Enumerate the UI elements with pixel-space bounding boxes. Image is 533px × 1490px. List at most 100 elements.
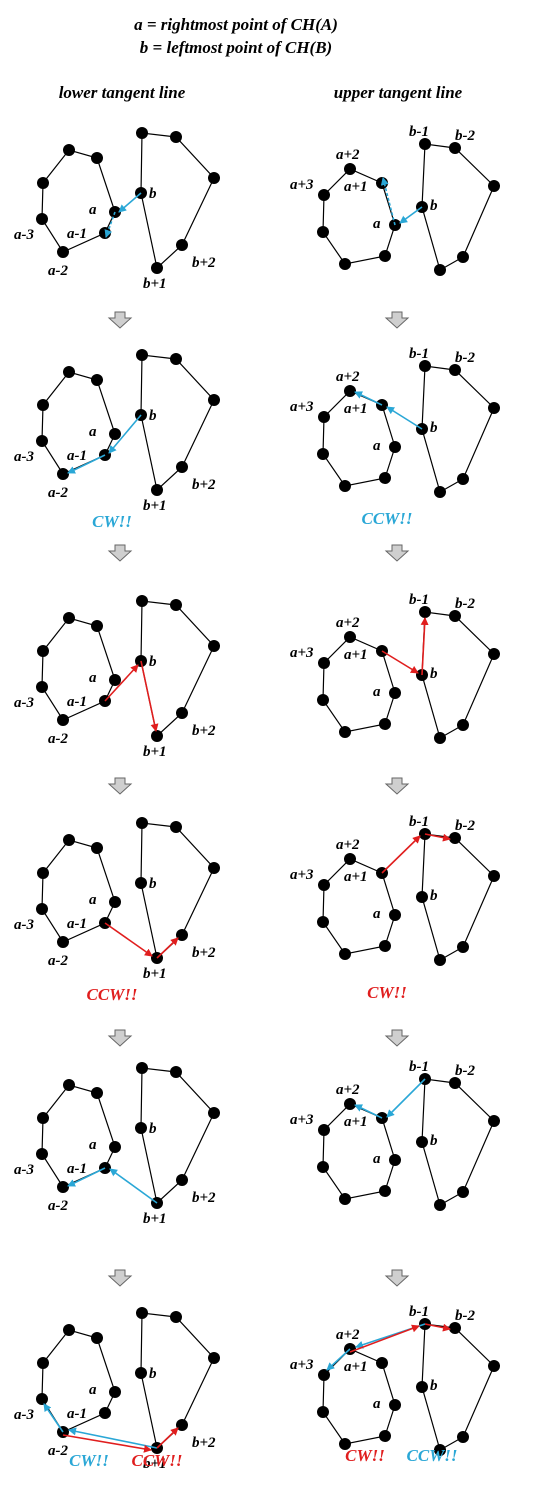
right-hull-b-vertex <box>457 1186 469 1198</box>
left-hull-b-vertex <box>151 730 163 742</box>
label-b-minus-2: b-2 <box>455 128 475 144</box>
right-hull-a-vertex <box>339 726 351 738</box>
right-hull-a-vertex <box>317 1406 329 1418</box>
left-hull-a-vertex <box>91 842 103 854</box>
label-a-plus-3: a+3 <box>290 645 314 661</box>
label-b-plus-1: b+1 <box>143 498 167 514</box>
label-b-minus-2: b-2 <box>455 1308 475 1324</box>
right-hull-a-vertex <box>389 1154 401 1166</box>
label-a: a <box>89 1137 97 1153</box>
step-arrow <box>349 1324 420 1353</box>
verdict-label: CCW!! <box>86 985 137 1004</box>
label-a-minus-1: a-1 <box>67 694 87 710</box>
label-a: a <box>89 892 97 908</box>
label-a-minus-2: a-2 <box>48 731 68 747</box>
left-panel-5: aa-1a-2a-3bb+1b+2 <box>14 1062 220 1227</box>
label-b-plus-2: b+2 <box>192 255 216 271</box>
label-a-plus-1: a+1 <box>344 1359 368 1375</box>
left-hull-b-vertex <box>136 1062 148 1074</box>
label-b-minus-2: b-2 <box>455 818 475 834</box>
left-hull-a-vertex <box>91 1087 103 1099</box>
left-hull-b-vertex <box>176 1174 188 1186</box>
right-column-title: upper tangent line <box>334 83 463 102</box>
label-b-minus-1: b-1 <box>409 1059 429 1075</box>
right-hull-b-vertex <box>449 832 461 844</box>
left-hull-b-vertex <box>170 131 182 143</box>
right-hull-b-vertex <box>457 1431 469 1443</box>
right-hull-a-vertex <box>318 1369 330 1381</box>
right-hull-a-vertex <box>339 258 351 270</box>
label-a: a <box>89 670 97 686</box>
step-arrow <box>108 414 142 454</box>
left-hull-b-vertex <box>136 349 148 361</box>
left-panel-2: aa-1a-2a-3bb+1b+2 <box>14 349 220 514</box>
label-a: a <box>373 438 381 454</box>
left-hull-a-vertex <box>63 144 75 156</box>
step-arrow <box>140 660 159 732</box>
label-b-plus-2: b+2 <box>192 723 216 739</box>
label-b-plus-1: b+1 <box>143 1456 167 1472</box>
step-arrow <box>68 1427 158 1449</box>
label-b-plus-1: b+1 <box>143 966 167 982</box>
verdict-label: CCW!! <box>361 509 412 528</box>
left-hull-a-vertex <box>109 896 121 908</box>
left-hull-b-vertex <box>170 1066 182 1078</box>
right-hull-b-vertex <box>449 142 461 154</box>
left-hull-a-vertex <box>109 674 121 686</box>
right-hull-a-vertex <box>317 226 329 238</box>
right-hull-b-vertex <box>419 606 431 618</box>
left-hull-b-vertex <box>176 461 188 473</box>
verdict-label: CW!! <box>92 512 132 531</box>
left-hull-b-vertex <box>170 353 182 365</box>
step-arrow <box>381 835 421 874</box>
left-hull-b-vertex <box>170 821 182 833</box>
step-arrow <box>354 391 383 406</box>
label-a-minus-3: a-3 <box>14 1162 34 1178</box>
left-panel-1: aa-1a-2a-3bb+1b+2 <box>14 127 220 292</box>
right-hull-b-vertex <box>416 1381 428 1393</box>
left-hull-b-vertex <box>170 599 182 611</box>
label-a: a <box>89 1382 97 1398</box>
label-a-minus-1: a-1 <box>67 226 87 242</box>
label-b-plus-2: b+2 <box>192 477 216 493</box>
right-hull-a-vertex <box>379 1185 391 1197</box>
label-b-plus-1: b+1 <box>143 276 167 292</box>
right-hull-a-vertex <box>389 1399 401 1411</box>
down-arrow-icon <box>384 544 410 562</box>
right-hull-a-vertex <box>317 1161 329 1173</box>
step-arrow <box>381 650 419 674</box>
label-a-minus-3: a-3 <box>14 695 34 711</box>
left-hull-a-vertex <box>36 903 48 915</box>
label-a: a <box>373 216 381 232</box>
left-panel-3: aa-1a-2a-3bb+1b+2 <box>14 595 220 760</box>
right-hull-b-vertex <box>488 1115 500 1127</box>
right-hull-a-vertex <box>344 1098 356 1110</box>
label-a: a <box>373 684 381 700</box>
step-arrow <box>104 211 116 238</box>
label-b: b <box>149 408 157 424</box>
left-hull-a-vertex <box>37 399 49 411</box>
left-hull-a-vertex <box>37 645 49 657</box>
right-hull-b-vertex <box>416 1136 428 1148</box>
step-arrow <box>386 406 423 430</box>
right-hull-b-vertex <box>457 719 469 731</box>
label-a-plus-2: a+2 <box>336 615 360 631</box>
right-hull-a-vertex <box>376 1357 388 1369</box>
right-hull-a-vertex <box>389 909 401 921</box>
down-arrow-icon <box>107 777 133 795</box>
left-panel-4: aa-1a-2a-3bb+1b+2 <box>14 817 220 982</box>
left-panel-6: aa-1a-2a-3bb+1b+2 <box>14 1307 220 1472</box>
left-hull-a-vertex <box>99 1407 111 1419</box>
step-arrow <box>354 1104 383 1119</box>
left-hull-a-vertex <box>36 435 48 447</box>
verdict-label: CW!! <box>69 1451 109 1470</box>
step-arrow <box>118 192 142 213</box>
right-hull-a-vertex <box>389 687 401 699</box>
step-arrow <box>386 1078 426 1118</box>
right-hull-b-vertex <box>434 264 446 276</box>
label-b-plus-1: b+1 <box>143 744 167 760</box>
label-a-minus-2: a-2 <box>48 1198 68 1214</box>
left-hull-a-vertex <box>57 1181 69 1193</box>
label-b-minus-2: b-2 <box>455 596 475 612</box>
